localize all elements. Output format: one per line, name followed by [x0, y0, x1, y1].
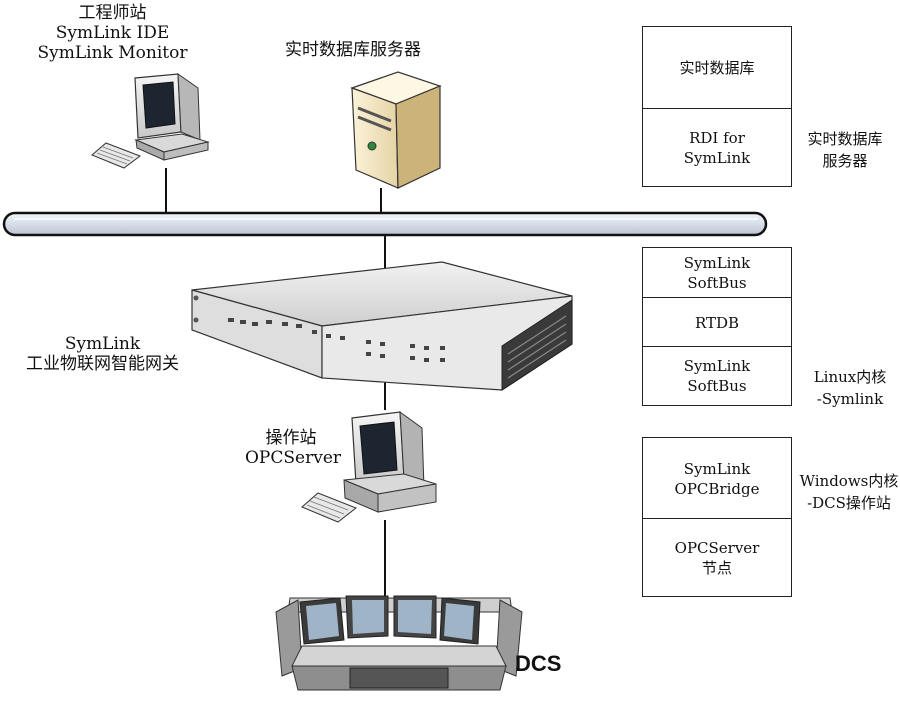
caption-line: 实时数据库 — [807, 130, 883, 148]
db-server-label: 实时数据库服务器 — [285, 40, 421, 60]
eng-station-ide: SymLink IDE — [55, 23, 170, 43]
cell-text: 实时数据库 — [679, 59, 755, 77]
cell-text: RTDB — [694, 313, 740, 332]
cell-text: OPCServer — [674, 538, 760, 557]
stack-cell-rtdb: RTDB — [643, 298, 791, 347]
cell-text: SoftBus — [687, 377, 747, 395]
db-server-stack: 实时数据库 RDI for SymLink — [642, 26, 792, 187]
caption-line: -Symlink — [816, 390, 884, 408]
cell-text: SoftBus — [687, 274, 747, 292]
gateway-brand: SymLink — [64, 334, 141, 354]
gateway-device-icon — [191, 261, 573, 391]
cell-text: SymLink — [683, 357, 751, 375]
cell-text: SymLink — [683, 148, 751, 167]
cell-text: SymLink — [683, 459, 751, 478]
linux-stack: SymLink SoftBus RTDB SymLink SoftBus — [642, 247, 792, 406]
operator-station-server: OPCServer — [245, 448, 342, 468]
windows-stack: SymLink OPCBridge OPCServer 节点 — [642, 437, 792, 597]
caption-line: 服务器 — [822, 152, 868, 170]
db-server-stack-caption: 实时数据库 服务器 — [800, 128, 890, 172]
cell-text: OPCBridge — [674, 479, 760, 498]
windows-stack-caption: Windows内核 -DCS操作站 — [798, 470, 900, 514]
gateway-name: 工业物联网智能网关 — [26, 354, 179, 374]
linux-stack-caption: Linux内核 -Symlink — [800, 366, 900, 410]
stack-cell-realtime-db: 实时数据库 — [643, 27, 791, 109]
dcs-console-icon — [275, 595, 523, 691]
operator-station-icon — [301, 410, 437, 523]
stack-cell-rdi: RDI for SymLink — [643, 109, 791, 186]
stack-divider — [643, 346, 791, 347]
stack-cell-softbus-top: SymLink SoftBus — [643, 248, 791, 298]
dcs-label: DCS — [515, 651, 562, 676]
caption-line: Windows内核 — [799, 472, 899, 490]
database-server-icon — [350, 71, 442, 189]
operator-station-name: 操作站 — [265, 428, 317, 448]
caption-line: Linux内核 — [813, 368, 887, 386]
stack-cell-opcbridge: SymLink OPCBridge — [643, 438, 791, 519]
gateway-label: SymLink 工业物联网智能网关 — [0, 334, 205, 374]
cell-text: RDI for — [689, 128, 745, 147]
network-bus — [2, 211, 768, 237]
stack-cell-softbus-bottom: SymLink SoftBus — [643, 347, 791, 405]
engineer-workstation-icon — [91, 73, 210, 169]
stack-cell-opcserver: OPCServer 节点 — [643, 519, 791, 596]
eng-station-monitor: SymLink Monitor — [37, 43, 188, 63]
cell-text: SymLink — [683, 254, 751, 272]
cell-text: 节点 — [701, 558, 732, 577]
eng-station-name: 工程师站 — [78, 3, 147, 23]
stack-divider — [643, 108, 791, 109]
caption-line: -DCS操作站 — [807, 494, 891, 512]
stack-divider — [643, 518, 791, 519]
operator-station-label: 操作站 OPCServer — [245, 428, 342, 468]
engineer-station-label: 工程师站 SymLink IDE SymLink Monitor — [30, 3, 195, 63]
stack-divider — [643, 297, 791, 298]
